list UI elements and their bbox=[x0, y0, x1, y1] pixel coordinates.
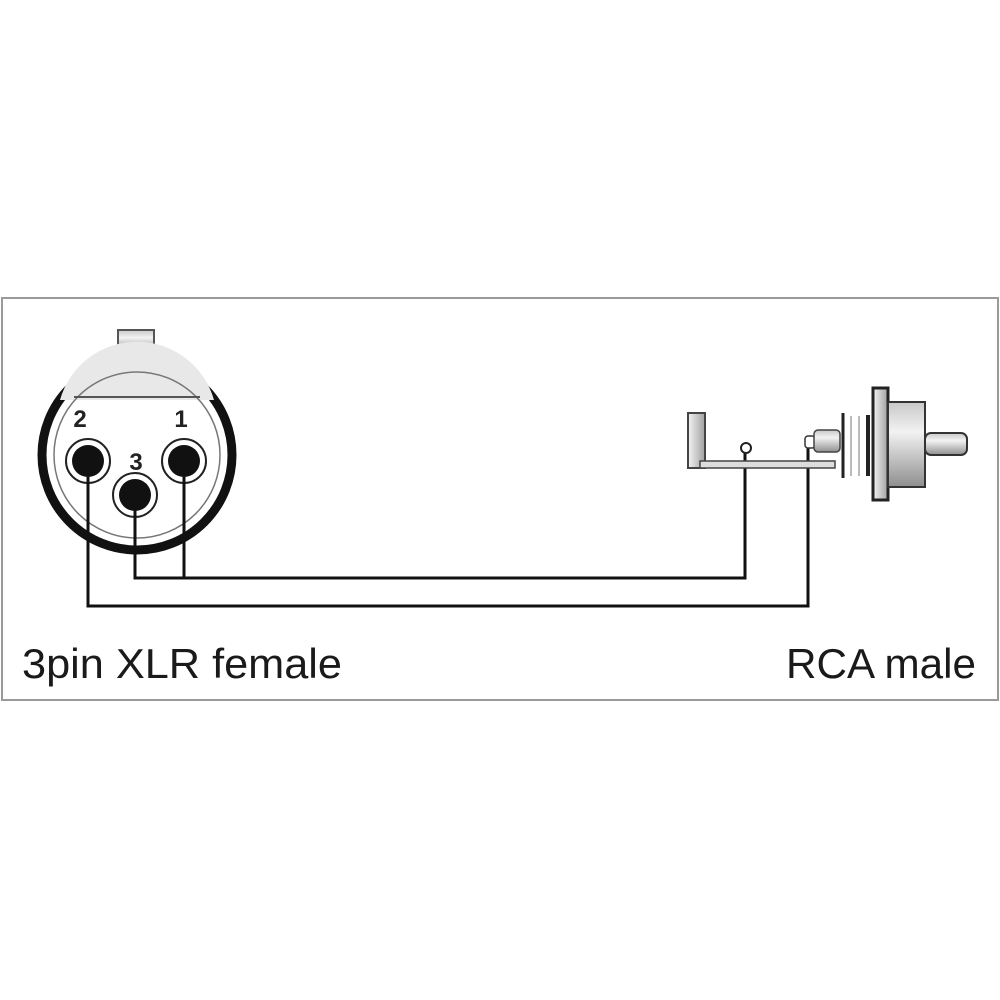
wire-pin2-to-rca-tip bbox=[86, 442, 810, 608]
xlr-label: 3pin XLR female bbox=[22, 640, 342, 687]
pin-label-1: 1 bbox=[174, 406, 187, 433]
pin-label-3: 3 bbox=[129, 449, 142, 476]
pin-label-2: 2 bbox=[73, 406, 86, 433]
rca-male-connector bbox=[687, 386, 968, 502]
wire-pin3-to-rca-shield bbox=[133, 452, 747, 580]
rca-label: RCA male bbox=[786, 640, 976, 687]
wires bbox=[86, 442, 810, 608]
rca-center-pin bbox=[924, 432, 968, 456]
